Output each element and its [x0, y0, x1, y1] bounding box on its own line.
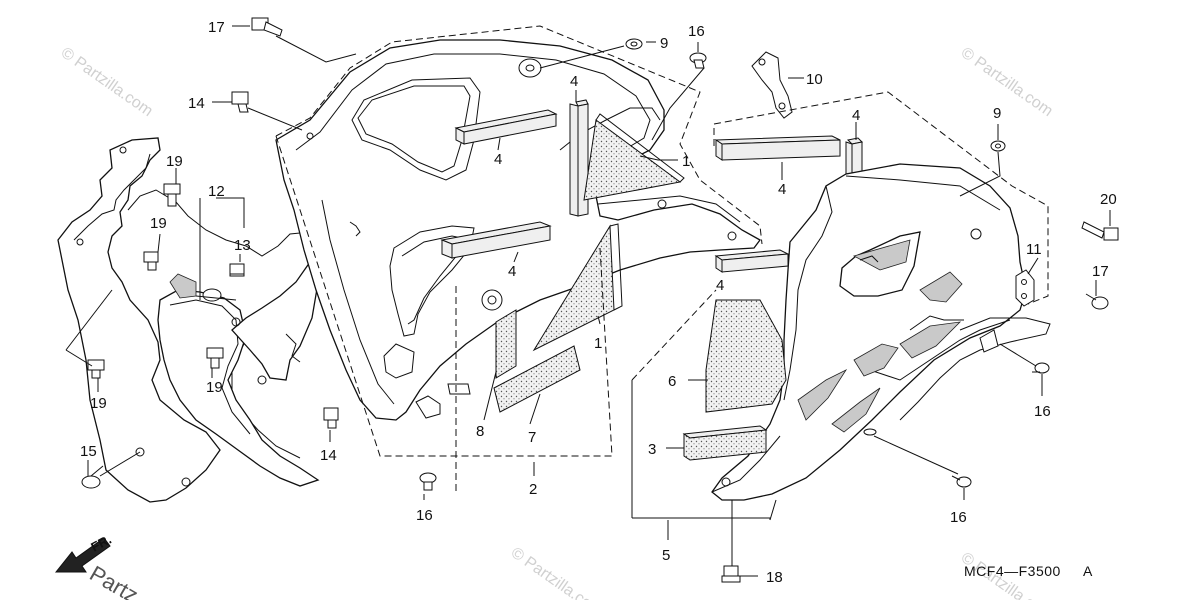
callout-labels: 17 14 9 16 10 4 4 1 4 4 4 1 9 4 20 11 17…	[80, 19, 1117, 586]
diagram-code-text: MCF4—F3500	[964, 563, 1061, 579]
callout-label: 1	[682, 153, 690, 170]
callout-label: 20	[1100, 191, 1117, 208]
leader-lines	[65, 25, 1111, 577]
brackets	[751, 51, 1035, 307]
foam-strips	[440, 99, 864, 273]
pads-6-3	[682, 299, 787, 461]
watermark-text: © Partzilla.com	[58, 44, 156, 120]
watermark-text: © Partzilla.com	[958, 44, 1056, 120]
bracket-11	[1015, 269, 1035, 307]
callout-label: 4	[494, 151, 502, 168]
callout-label: 4	[778, 181, 786, 198]
callout-label: 11	[1026, 241, 1042, 258]
callout-label: 19	[150, 215, 167, 232]
callout-label: 15	[80, 443, 97, 460]
triangle-pads	[532, 113, 685, 352]
callout-label: 1	[594, 335, 602, 352]
callout-label: 16	[950, 509, 967, 526]
callout-label: 8	[476, 423, 484, 440]
callout-label: 14	[320, 447, 337, 464]
pad-3	[683, 429, 767, 461]
callout-label: 18	[766, 569, 783, 586]
diagram-code-suffix: A	[1083, 563, 1093, 579]
group-outlines	[275, 25, 1049, 494]
callout-label: 5	[662, 547, 670, 564]
callout-label: 19	[206, 379, 223, 396]
bolt-17-right-icon	[1085, 293, 1109, 310]
lower-cowl-right	[711, 163, 1051, 501]
callout-label: 9	[660, 35, 668, 52]
bolt-19b-icon	[143, 251, 159, 271]
bolt-19c-icon	[206, 347, 224, 369]
callout-label: 4	[716, 277, 724, 294]
clip-13-icon	[229, 263, 245, 275]
pad-8	[495, 309, 517, 379]
bolt-15-icon	[81, 465, 104, 489]
pads-8-7	[493, 309, 581, 413]
callout-label: 16	[688, 23, 705, 40]
callout-label: 14	[188, 95, 205, 112]
hardware	[229, 17, 1119, 583]
bolt-19d-icon	[87, 359, 105, 379]
callout-label: 9	[993, 105, 1001, 122]
pad-1a	[583, 119, 682, 201]
callout-label: 3	[648, 441, 656, 458]
inner-side-panel	[57, 137, 327, 503]
bolt-14-bottom-icon	[323, 407, 339, 429]
left-bolts	[81, 183, 224, 489]
bolt-17-top-icon	[251, 17, 283, 37]
watermark-corner: Partz	[86, 561, 143, 600]
callout-label: 19	[90, 395, 107, 412]
diagram-code: MCF4—F3500 A	[964, 563, 1093, 579]
washer-9-top-icon	[625, 38, 643, 50]
pad-6	[705, 299, 787, 413]
bolt-14-top-icon	[231, 91, 249, 113]
watermark-text: © Partzilla.com	[508, 544, 606, 600]
callout-label: 16	[416, 507, 433, 524]
callout-label: 12	[208, 183, 225, 200]
screw-16-right-icon	[1032, 362, 1050, 374]
callout-label: 13	[234, 237, 251, 254]
bracket-10	[751, 51, 793, 119]
callout-label: 2	[529, 481, 537, 498]
callout-label: 16	[1034, 403, 1051, 420]
screw-16-top-icon	[689, 52, 707, 69]
washer-9-right-icon	[990, 140, 1006, 152]
callout-label: 4	[508, 263, 516, 280]
bolt-19a-icon	[163, 183, 181, 207]
pad-7	[493, 345, 581, 413]
callout-label: 19	[166, 153, 183, 170]
callout-label: 4	[570, 73, 578, 90]
callout-label: 7	[528, 429, 536, 446]
callout-label: 10	[806, 71, 823, 88]
pad-1b	[532, 224, 615, 352]
bolt-20-icon	[1081, 221, 1119, 241]
callout-label: 6	[668, 373, 676, 390]
callout-label: 4	[852, 107, 860, 124]
clip-18-icon	[721, 565, 741, 583]
screw-16-bottom-right-icon	[951, 475, 972, 488]
screw-16-bottom-icon	[419, 472, 437, 491]
callout-label: 17	[208, 19, 225, 36]
callout-label: 17	[1092, 263, 1109, 280]
